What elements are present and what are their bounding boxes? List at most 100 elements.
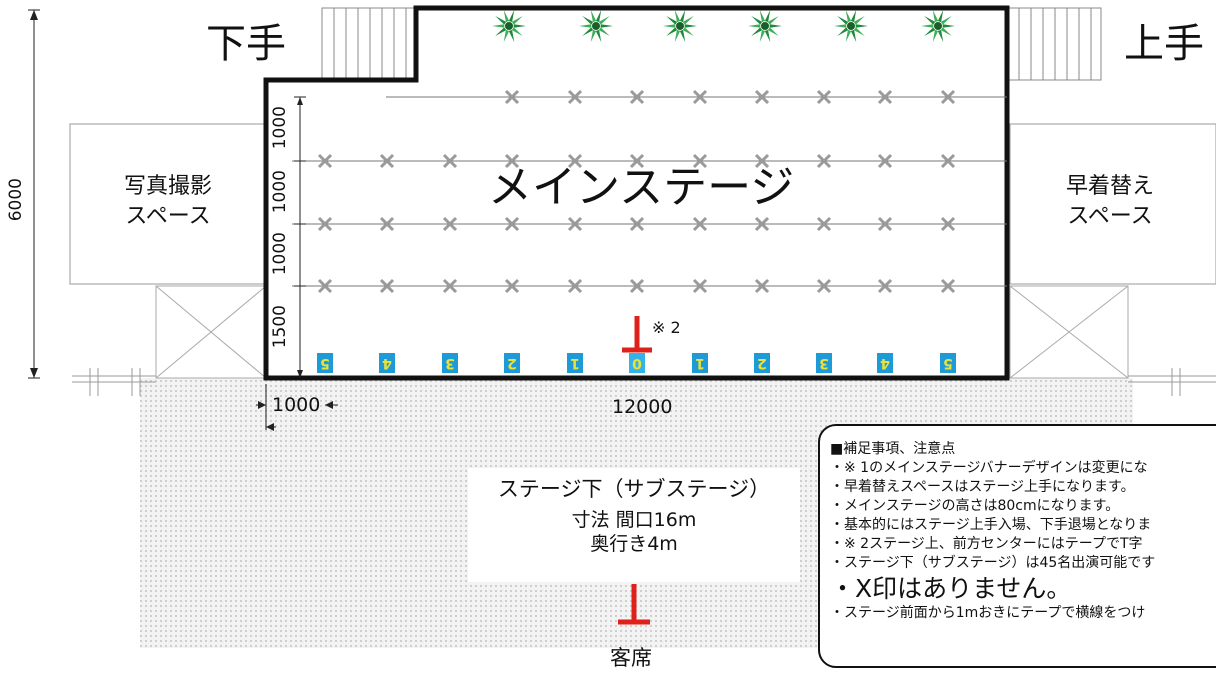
x-mark	[877, 153, 893, 169]
x-mark	[504, 216, 520, 232]
x-mark	[692, 153, 708, 169]
x-mark	[692, 216, 708, 232]
changing-space-label: 早着替え スペース	[1030, 172, 1190, 232]
x-marks	[317, 89, 956, 294]
x-mark	[567, 153, 583, 169]
plant-icon	[834, 9, 868, 43]
x-mark	[379, 153, 395, 169]
changing-space-line-2: スペース	[1067, 204, 1153, 229]
dim-row-2: 1000	[270, 170, 290, 214]
position-number: 4	[877, 353, 893, 373]
note-mark-2: ※ 2	[652, 318, 681, 337]
dim-total-height: 6000	[6, 178, 26, 222]
notes-line-4: ・基本的にはステージ上手入場、下手退場となりま	[830, 517, 1152, 533]
notes-line-1: ・※ 1のメインステージバナーデザインは変更にな	[830, 460, 1148, 476]
stairs-left	[321, 7, 417, 81]
changing-space-box	[1009, 123, 1216, 285]
position-number: 3	[816, 353, 832, 373]
x-mark	[877, 216, 893, 232]
sub-stage-depth: 奥行き4m	[590, 533, 678, 555]
plant-icon	[492, 9, 526, 43]
x-mark	[754, 216, 770, 232]
position-number: 5	[940, 353, 956, 373]
x-mark	[940, 216, 956, 232]
x-mark	[692, 89, 708, 105]
notes-box: ■補足事項、注意点 ・※ 1のメインステージバナーデザインは変更にな ・早着替え…	[818, 424, 1216, 668]
x-mark	[754, 278, 770, 294]
tape-lines	[292, 96, 1007, 287]
railing-right	[1128, 368, 1216, 396]
x-mark	[317, 278, 333, 294]
x-mark	[816, 153, 832, 169]
x-mark	[442, 216, 458, 232]
plant-icon	[663, 9, 697, 43]
plant-icon	[579, 9, 613, 43]
x-mark	[816, 278, 832, 294]
x-mark	[379, 278, 395, 294]
x-mark	[629, 89, 645, 105]
position-number: 3	[442, 353, 458, 373]
notes-line-6: ・ステージ下（サブステージ）は45名出演可能です	[830, 555, 1156, 571]
x-mark	[816, 89, 832, 105]
x-mark	[504, 278, 520, 294]
x-mark	[940, 278, 956, 294]
x-mark	[940, 153, 956, 169]
t-mark-stage	[622, 316, 652, 353]
x-mark	[567, 216, 583, 232]
railing-left	[72, 368, 156, 396]
dim-offset-label: 1000	[272, 394, 321, 416]
x-mark	[317, 216, 333, 232]
x-mark	[567, 278, 583, 294]
notes-line-5: ・※ 2ステージ上、前方センターにはテープでT字	[830, 536, 1143, 552]
x-mark	[877, 278, 893, 294]
support-left	[155, 285, 267, 379]
photo-space-label: 写真撮影 スペース	[70, 172, 266, 232]
x-mark	[629, 278, 645, 294]
t-mark-floor	[618, 584, 650, 625]
support-right	[1009, 285, 1129, 379]
plant-icon	[921, 9, 955, 43]
x-mark	[877, 89, 893, 105]
x-mark	[379, 216, 395, 232]
dim-offset	[256, 384, 338, 431]
x-mark	[692, 278, 708, 294]
position-number: 2	[754, 353, 770, 373]
x-mark	[754, 153, 770, 169]
dim-row-3: 1000	[270, 232, 290, 276]
sub-stage-title: ステージ下（サブステージ）	[497, 477, 771, 501]
position-number: 1	[692, 353, 708, 373]
kamite-label: 上手	[1124, 21, 1204, 67]
dim-rows	[294, 96, 306, 378]
dim-width-label: 12000	[612, 396, 673, 418]
x-mark	[317, 153, 333, 169]
x-mark	[940, 89, 956, 105]
position-number: 5	[317, 353, 333, 373]
notes-last: ・ステージ前面から1mおきにテープで横線をつけ	[830, 605, 1146, 621]
position-number: 1	[567, 353, 583, 373]
position-number: 0	[629, 353, 645, 373]
x-mark	[504, 89, 520, 105]
photo-space-box	[69, 123, 267, 285]
x-mark	[442, 278, 458, 294]
audience-label: 客席	[610, 646, 652, 670]
plants	[492, 9, 955, 43]
shimote-label: 下手	[206, 21, 286, 67]
photo-space-line-1: 写真撮影	[123, 174, 212, 199]
x-mark	[816, 216, 832, 232]
position-number: 2	[504, 353, 520, 373]
x-mark	[567, 89, 583, 105]
x-mark	[442, 153, 458, 169]
changing-space-line-1: 早着替え	[1065, 174, 1154, 199]
x-mark	[629, 216, 645, 232]
dim-row-4: 1500	[270, 305, 290, 349]
x-mark	[504, 153, 520, 169]
x-mark	[754, 89, 770, 105]
sub-stage-box: ステージ下（サブステージ） 寸法 間口16m 奥行き4m	[468, 468, 800, 582]
x-mark	[629, 153, 645, 169]
notes-line-3: ・メインステージの高さは80cmになります。	[830, 498, 1120, 514]
stairs-right	[1006, 7, 1102, 81]
plant-icon	[748, 9, 782, 43]
dim-row-1: 1000	[270, 106, 290, 150]
notes-emphasis: ・X印はありません。	[830, 574, 1072, 603]
position-number: 4	[379, 353, 395, 373]
